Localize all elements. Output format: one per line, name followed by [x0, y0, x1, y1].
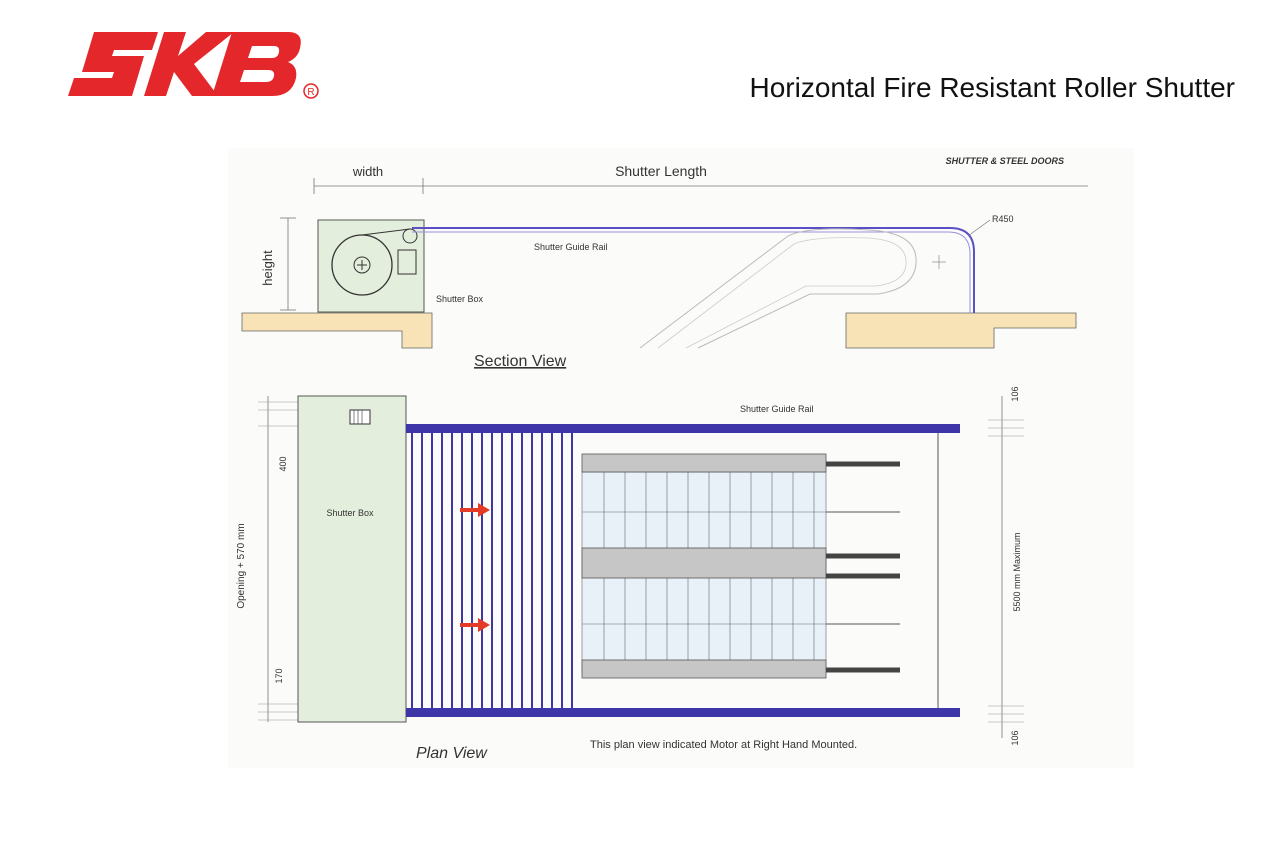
- shutter-slats: [411, 433, 573, 708]
- height-label: height: [260, 250, 275, 286]
- dim-400: 400: [278, 456, 288, 471]
- logo-letter-s: [68, 32, 158, 96]
- plan-view-title: Plan View: [416, 745, 488, 762]
- shutter-drawing: SHUTTER & STEEL DOORS width Shutter Leng…: [228, 148, 1134, 768]
- right-floor-slab: [845, 312, 1077, 349]
- dim-right-106-bottom: 106: [1010, 730, 1020, 745]
- plan-shutter-box-label: Shutter Box: [326, 508, 374, 518]
- shutter-length-label: Shutter Length: [615, 163, 707, 179]
- plan-guide-rail-top: [406, 424, 960, 433]
- dim-5500-max: 5500 mm Maximum: [1012, 532, 1022, 611]
- plan-guide-rail-label: Shutter Guide Rail: [740, 404, 814, 414]
- direction-arrow-icon-lower: [460, 618, 490, 632]
- width-label: width: [352, 164, 383, 179]
- section-guide-rail-label: Shutter Guide Rail: [534, 242, 608, 252]
- page-title: Horizontal Fire Resistant Roller Shutter: [749, 72, 1235, 103]
- logo-letter-b: [212, 32, 301, 96]
- registered-mark-icon: [303, 83, 319, 99]
- svg-text:R: R: [307, 87, 314, 98]
- plan-motor-icon: [349, 409, 371, 425]
- section-view-title: Section View: [474, 353, 567, 370]
- logo-letter-k: [144, 32, 234, 96]
- dim-170: 170: [274, 668, 284, 683]
- section-view: width Shutter Length height R450 Shutter…: [241, 163, 1088, 370]
- section-shutter-box-label: Shutter Box: [436, 294, 484, 304]
- escalator-plan: [581, 433, 939, 708]
- plan-guide-rail-bottom: [406, 708, 960, 717]
- radius-label: R450: [992, 214, 1014, 224]
- motor-block: [397, 249, 417, 275]
- plan-view-note: This plan view indicated Motor at Right …: [590, 739, 857, 751]
- direction-arrow-icon-upper: [460, 503, 490, 517]
- plan-shutter-box: [297, 395, 407, 723]
- plan-view: 400 Opening + 570 mm 170 Shutter Box Shu…: [236, 386, 1024, 762]
- escalator-outline: [639, 228, 917, 349]
- dim-right-106-top: 106: [1010, 386, 1020, 401]
- skb-logo: R: [68, 32, 319, 99]
- dim-opening: Opening + 570 mm: [236, 523, 247, 608]
- section-guide-rail: [412, 227, 975, 313]
- left-floor-slab: [241, 312, 433, 349]
- brand-caption: SHUTTER & STEEL DOORS: [946, 156, 1064, 166]
